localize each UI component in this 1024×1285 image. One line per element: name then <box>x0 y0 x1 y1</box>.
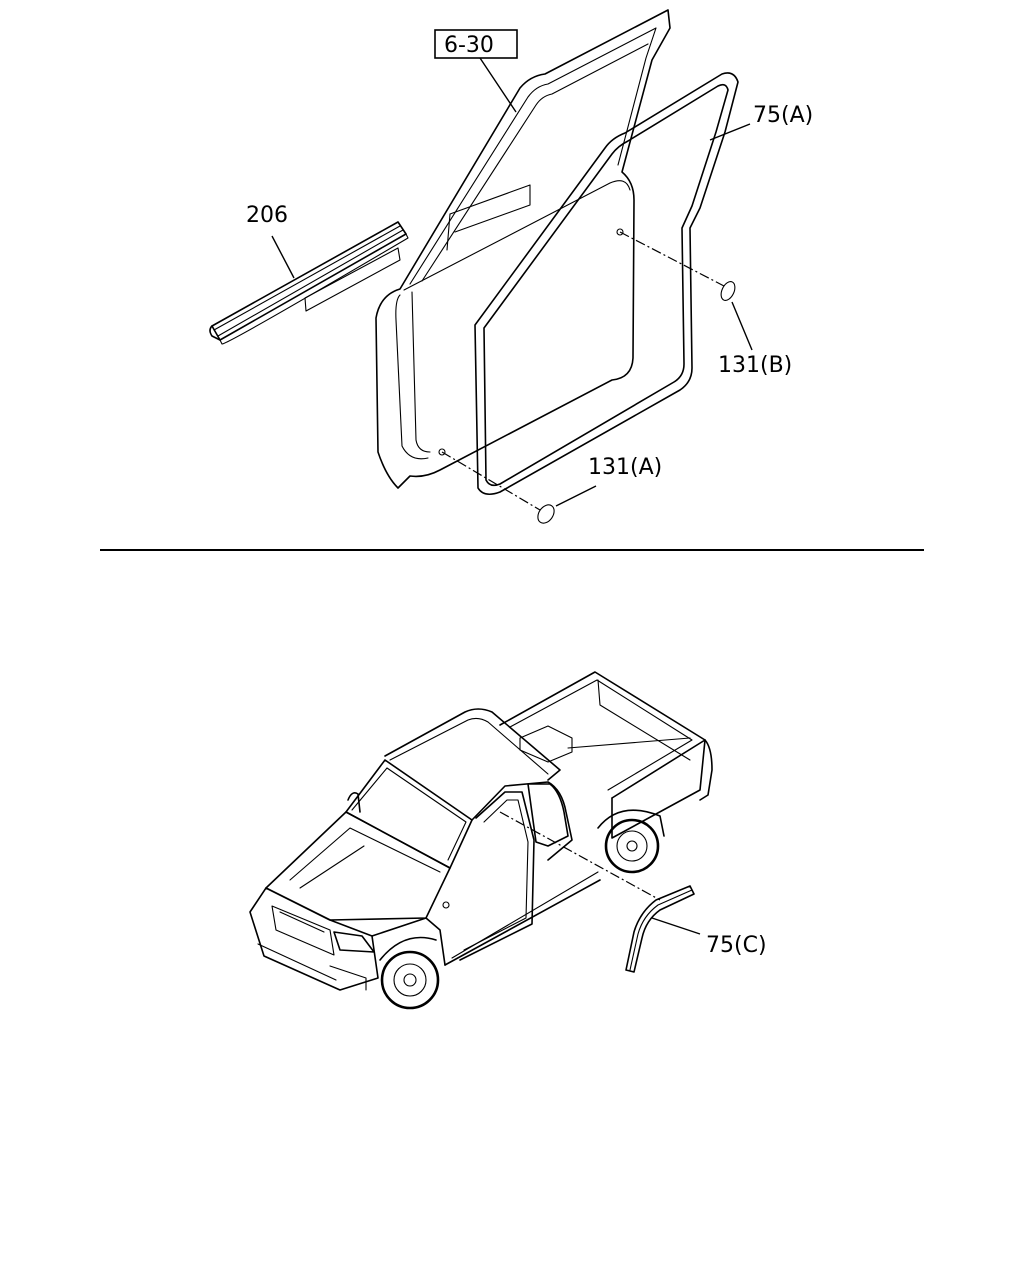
leader-131a <box>555 485 597 507</box>
leader-6-30 <box>479 57 517 113</box>
callout-75a: 75(A) <box>753 103 813 128</box>
locator-line-131b <box>619 231 725 287</box>
locator-line-131a <box>441 451 541 511</box>
molding-206 <box>209 221 409 345</box>
door-panel <box>375 9 671 489</box>
callout-75c: 75(C) <box>706 933 767 958</box>
pickup-truck <box>249 671 713 1010</box>
callout-131b: 131(B) <box>718 353 792 378</box>
weatherstrip-75a <box>474 72 739 496</box>
clip-131a <box>537 504 555 524</box>
clip-131b <box>720 281 736 301</box>
callout-206: 206 <box>246 203 288 228</box>
ref-box-label: 6-30 <box>444 33 494 58</box>
leader-206 <box>271 235 295 279</box>
locator-line-75c <box>499 811 661 901</box>
callout-131a: 131(A) <box>588 455 662 480</box>
leader-131b <box>731 301 753 351</box>
ref-box-frame <box>434 29 518 59</box>
leader-75c <box>651 917 701 935</box>
leader-75a <box>709 123 751 141</box>
weatherstrip-75c <box>625 885 695 973</box>
